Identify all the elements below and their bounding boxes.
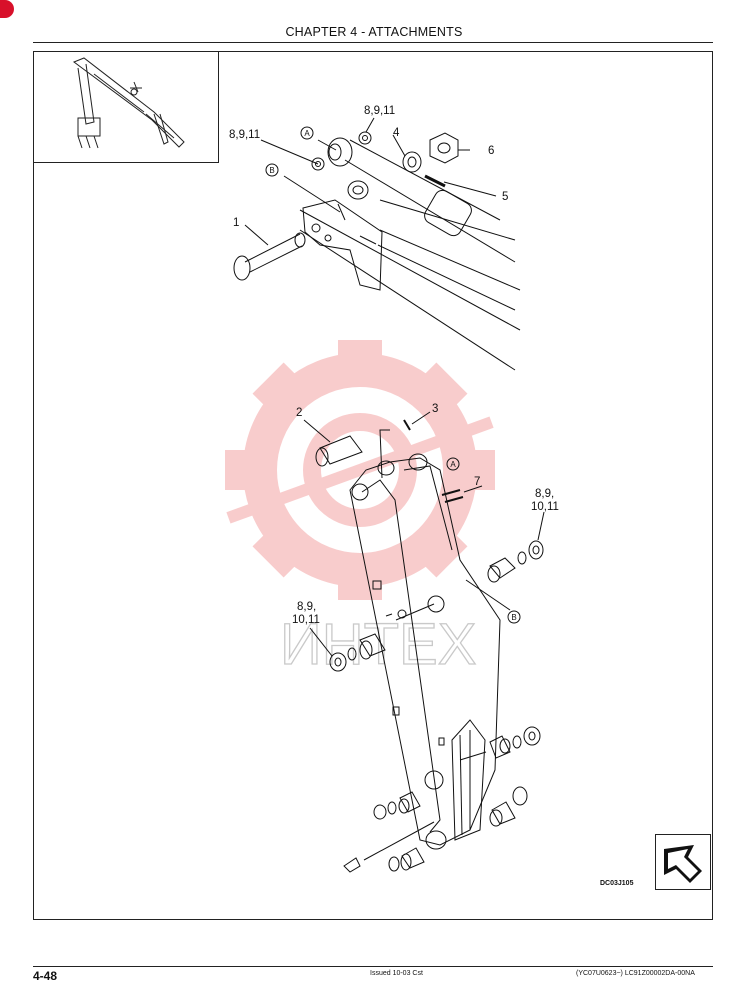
corner-tab-mark <box>0 0 14 18</box>
document-id: (YC07U0623~) LC91Z00002DA-00NA <box>576 970 695 977</box>
pin-5 <box>424 174 446 188</box>
header-rule <box>33 42 713 43</box>
pin-1-head <box>233 255 251 281</box>
figure-code: DC03J105 <box>600 880 634 887</box>
grease-fitting-3 <box>403 419 411 431</box>
cylinder-end-eye <box>327 137 353 167</box>
callout-5: 5 <box>502 191 508 203</box>
ref-A-arm: A <box>450 460 456 469</box>
washer-left-mid <box>329 652 347 672</box>
cylinder-rod-bottom <box>344 159 516 263</box>
arm-outline <box>349 457 501 846</box>
pin-2 <box>319 435 363 465</box>
callout-8-9-11-top: 8,9,11 <box>364 105 395 117</box>
grease-fitting-7 <box>441 489 461 496</box>
washer-8911-left <box>311 157 325 171</box>
callout-3: 3 <box>432 403 438 415</box>
nut-6 <box>429 132 459 164</box>
figure-frame <box>33 51 713 920</box>
boom-pivot-block <box>302 199 383 291</box>
next-page-arrow-box[interactable] <box>655 834 711 890</box>
callout-8-9-10-11-left-line2: 10,11 <box>292 614 320 626</box>
callout-1: 1 <box>233 217 239 229</box>
arrow-icon <box>664 845 702 883</box>
grease-fitting-lower <box>343 857 361 873</box>
callout-8-9-11-left: 8,9,11 <box>229 129 260 141</box>
callout-8-9-10-11-right-line2: 10,11 <box>531 501 559 513</box>
chapter-title: CHAPTER 4 - ATTACHMENTS <box>285 25 463 39</box>
washer-8911-top <box>358 131 372 145</box>
ref-B-arm: B <box>511 613 516 622</box>
upper-boom-edge-2 <box>299 229 516 371</box>
ref-B-top: B <box>269 166 274 175</box>
callout-8-9-10-11-right-line1: 8,9, <box>535 488 554 500</box>
locator-thumbnail <box>33 51 219 163</box>
excavator-arm-thumbnail <box>72 57 185 149</box>
washer-right-mid <box>528 540 544 560</box>
arm-inner-rib <box>361 479 441 833</box>
footer-rule <box>33 966 713 967</box>
bushing-right-mid <box>489 557 516 579</box>
issued-date: Issued 10-03 Cst <box>370 970 423 977</box>
upper-boom-edge-1 <box>299 209 521 331</box>
page-number: 4-48 <box>33 969 58 983</box>
watermark-text: ИНТЕХ <box>280 612 476 677</box>
callout-8-9-10-11-left-line1: 8,9, <box>297 601 316 613</box>
ref-A-top: A <box>304 129 310 138</box>
callout-2: 2 <box>296 407 302 419</box>
washer-4 <box>402 151 422 173</box>
cylinder-rod-top <box>349 139 501 221</box>
callout-4: 4 <box>393 127 400 139</box>
arm-mid-hole <box>427 595 445 613</box>
callout-6: 6 <box>488 145 494 157</box>
callout-7: 7 <box>474 476 480 488</box>
cylinder-collar <box>424 189 472 237</box>
